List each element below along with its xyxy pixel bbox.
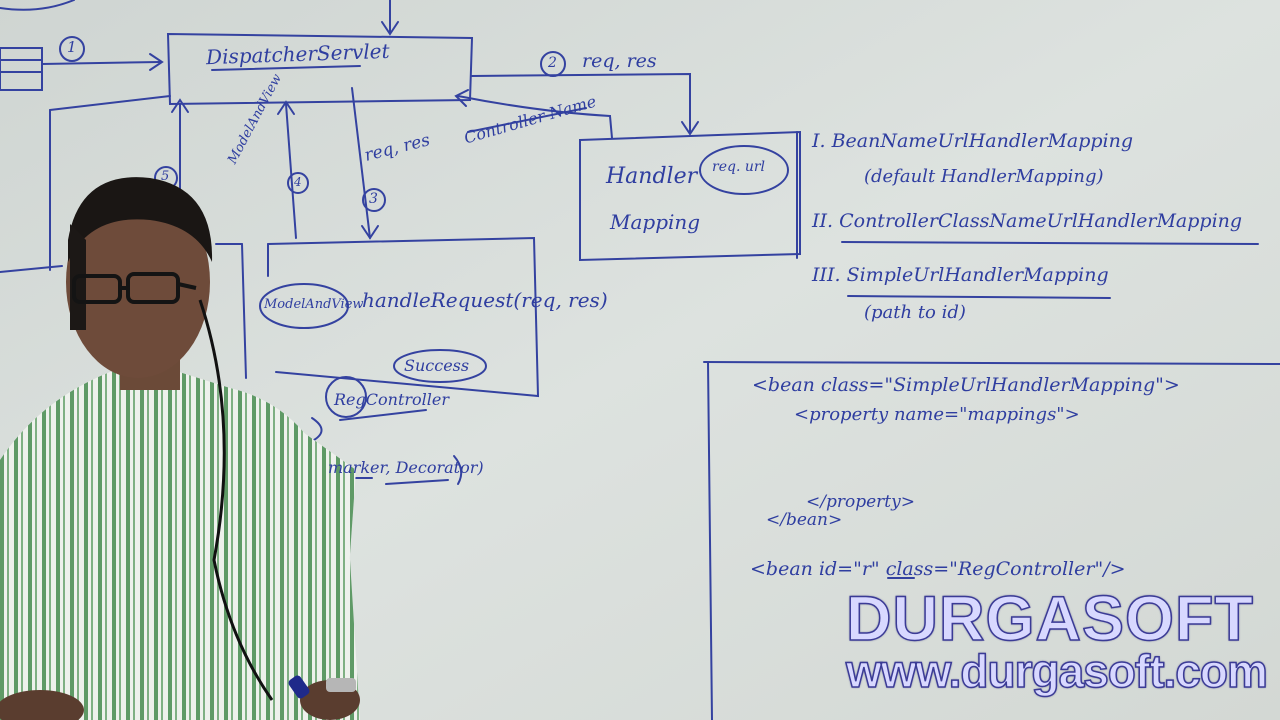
success-label: Success: [404, 356, 470, 375]
brand-watermark: DURGASOFT: [845, 584, 1254, 654]
step-3-label: 3: [369, 191, 378, 207]
step-4-label: 4: [294, 175, 302, 189]
xml-line-4: </bean>: [766, 510, 843, 530]
reg-controller-label: RegController: [334, 390, 449, 409]
list-item-1-note: (default HandlerMapping): [864, 166, 1104, 187]
bottom-partial-label: marker, Decorator): [328, 458, 484, 477]
req-res-top-label: req, res: [582, 50, 657, 72]
list-item-3-note: (path to id): [864, 302, 966, 323]
model-and-view-box-label: ModelAndView: [264, 297, 364, 312]
handle-request-label: handleRequest(req, res): [362, 288, 608, 312]
step-5-label: 5: [161, 169, 170, 184]
xml-line-3: </property>: [806, 492, 915, 512]
xml-line-5: <bean id="r" class="RegController"/>: [750, 558, 1126, 580]
list-item-1: I. BeanNameUrlHandlerMapping: [812, 130, 1134, 152]
handler-mapping-label-1: Handler: [606, 164, 698, 189]
dispatcher-servlet-label: DispatcherServlet: [205, 38, 390, 70]
req-url-label: req. url: [712, 159, 766, 175]
url-watermark: www.durgasoft.com: [845, 645, 1268, 697]
step-2-label: 2: [548, 55, 557, 71]
handler-mapping-label-2: Mapping: [610, 210, 701, 234]
xml-line-2: <property name="mappings">: [794, 404, 1080, 425]
presenter-figure: [0, 177, 360, 720]
list-item-3: III. SimpleUrlHandlerMapping: [812, 264, 1109, 286]
xml-line-1: <bean class="SimpleUrlHandlerMapping">: [752, 374, 1180, 396]
step-1-label: 1: [67, 38, 77, 56]
list-item-2: II. ControllerClassNameUrlHandlerMapping: [812, 210, 1243, 232]
